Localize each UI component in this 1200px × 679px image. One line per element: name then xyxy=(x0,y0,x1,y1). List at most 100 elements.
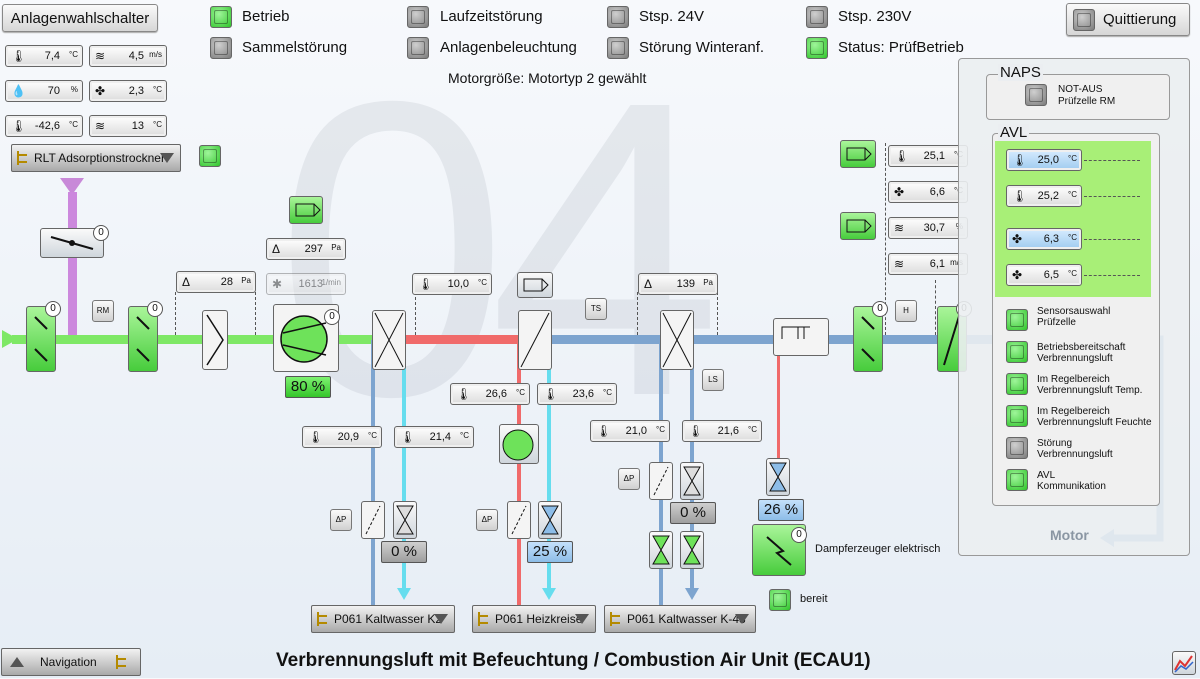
avl-connector xyxy=(1084,160,1140,161)
quit-lamp-icon xyxy=(1073,8,1095,31)
avl-connector xyxy=(1084,196,1140,197)
thermometer-icon: 🌡 xyxy=(308,430,324,444)
humidifier-valve[interactable] xyxy=(766,458,790,496)
wind-icon: ≋ xyxy=(95,49,106,63)
avl-temp-2: 🌡25,2°C xyxy=(1006,185,1082,207)
connector-line xyxy=(255,292,256,335)
cooler-1-valve[interactable] xyxy=(393,501,417,539)
avl-status-5a: Störung xyxy=(1037,438,1073,449)
chevron-down-icon xyxy=(160,153,174,163)
status-lamp-stsp24v xyxy=(607,6,629,28)
steam-generator[interactable]: 0 xyxy=(752,524,807,576)
fan-percent: 80 % xyxy=(285,376,331,398)
heizkreise-dropdown[interactable]: P061 Heizkreise xyxy=(472,605,596,633)
naps-lamp xyxy=(1025,84,1047,106)
fan-temp-value: ✤2,3°C xyxy=(89,80,167,102)
footer-title: Verbrennungsluft mit Befeuchtung / Combu… xyxy=(276,650,871,671)
cooler-2-valve[interactable] xyxy=(680,462,704,500)
adsorption-dropdown[interactable]: RLT Adsorptionstrockner xyxy=(11,144,181,172)
right-humidity-value: ≋30,7% xyxy=(888,217,968,239)
cooler-1-pump xyxy=(361,501,385,539)
delta-p-icon: Δ xyxy=(644,277,653,291)
avl-fan-1: ✤6,3°C xyxy=(1006,228,1082,250)
avl-title: AVL xyxy=(998,124,1030,141)
avl-lamp-sensorauswahl xyxy=(1006,309,1028,331)
heater-control-icon[interactable] xyxy=(517,272,553,298)
thermometer-icon: 🌡 xyxy=(688,424,704,438)
ls-tag: LS xyxy=(702,369,724,391)
kaltwasser-k2-dropdown[interactable]: P061 Kaltwasser K2 xyxy=(311,605,455,633)
status-label-anlagenbeleuchtung: Anlagenbeleuchtung xyxy=(440,39,577,56)
navigation-label: Navigation xyxy=(40,655,97,669)
selector-button[interactable]: Anlagenwahlschalter xyxy=(2,4,158,32)
avl-status-4a: Im Regelbereich xyxy=(1037,406,1110,417)
kaltwasser-k48-dropdown[interactable]: P061 Kaltwasser K-48 xyxy=(604,605,756,633)
counter-badge: 0 xyxy=(147,301,163,317)
inlet-damper[interactable]: 0 xyxy=(26,301,61,372)
avl-lamp-regel-feuchte xyxy=(1006,405,1028,427)
fan-icon: ✤ xyxy=(95,84,106,98)
heater-pump[interactable] xyxy=(499,424,539,464)
counter-badge: 0 xyxy=(324,309,340,325)
connector-line xyxy=(717,292,718,335)
counter-badge: 0 xyxy=(45,301,61,317)
heater-dp-tag: ΔP xyxy=(476,509,498,531)
avl-status-1a: Sensorsauswahl xyxy=(1037,306,1111,317)
fan-icon: ✤ xyxy=(894,185,905,199)
humidifier-valve-percent: 26 % xyxy=(758,499,804,521)
avl-status-6b: Kommunikation xyxy=(1037,481,1106,492)
status-label-laufzeitstoerung: Laufzeitstörung xyxy=(440,8,543,25)
heater-valve[interactable] xyxy=(538,501,562,539)
cooler-1-dp-tag: ΔP xyxy=(330,509,352,531)
avl-lamp-kommunikation xyxy=(1006,469,1028,491)
right-temp-value: 🌡25,1°C xyxy=(888,145,968,167)
heater-valve-percent: 25 % xyxy=(527,541,573,563)
avl-lamp-regel-temp xyxy=(1006,373,1028,395)
ready-label: bereit xyxy=(800,593,828,605)
delta-p-icon: Δ xyxy=(182,275,191,289)
connector-line xyxy=(935,280,936,335)
fan-control-icon[interactable] xyxy=(289,196,323,224)
counter-badge: 0 xyxy=(872,301,888,317)
filter-element xyxy=(202,310,228,370)
cooler-2-sensor xyxy=(649,462,673,500)
second-damper[interactable]: 0 xyxy=(128,301,163,372)
quit-button[interactable]: Quittierung xyxy=(1066,3,1190,36)
cooler-2-pump-a[interactable] xyxy=(649,531,673,569)
humidifier-unit xyxy=(773,318,829,356)
status-lamp-pruefbetrieb xyxy=(806,37,828,59)
supply-fan[interactable]: 0 xyxy=(273,304,340,372)
adsorption-lamp xyxy=(199,145,221,167)
h-tag: H xyxy=(895,300,917,322)
air-damper-adsorption[interactable]: 0 xyxy=(40,225,109,258)
tree-icon xyxy=(610,612,624,626)
avl-status-4b: Verbrennungsluft Feuchte xyxy=(1037,417,1152,428)
naps-group xyxy=(986,74,1170,120)
thermometer-icon: 🌡 xyxy=(596,424,612,438)
cooler-2-dp-tag: ΔP xyxy=(618,468,640,490)
tree-icon xyxy=(116,655,130,669)
outlet-damper[interactable]: 0 xyxy=(853,301,888,372)
navigation-button[interactable]: Navigation xyxy=(1,648,141,676)
steam-generator-label: Dampferzeuger elektrisch xyxy=(815,543,941,555)
cooler-2-pump-b[interactable] xyxy=(680,531,704,569)
chevron-down-icon xyxy=(735,614,749,624)
delta-p-icon: Δ xyxy=(272,242,281,256)
thermometer-icon: 🌡 xyxy=(894,149,910,163)
status-lamp-laufzeitstoerung xyxy=(407,6,429,28)
avl-status-1b: Prüfzelle xyxy=(1037,317,1076,328)
rm-tag: RM xyxy=(92,300,114,322)
trend-chart-icon[interactable] xyxy=(1172,651,1196,675)
right-control-icon-1[interactable] xyxy=(840,140,876,168)
heater-return-temp: 🌡26,6°C xyxy=(450,383,530,405)
right-control-icon-2[interactable] xyxy=(840,212,876,240)
status-lamp-sammelstoerung xyxy=(210,37,232,59)
cooler-2-exchanger xyxy=(660,310,694,370)
thermometer-icon: 🌡 xyxy=(418,277,434,291)
avl-status-6a: AVL xyxy=(1037,470,1056,481)
avl-fan-2: ✤6,5°C xyxy=(1006,264,1082,286)
